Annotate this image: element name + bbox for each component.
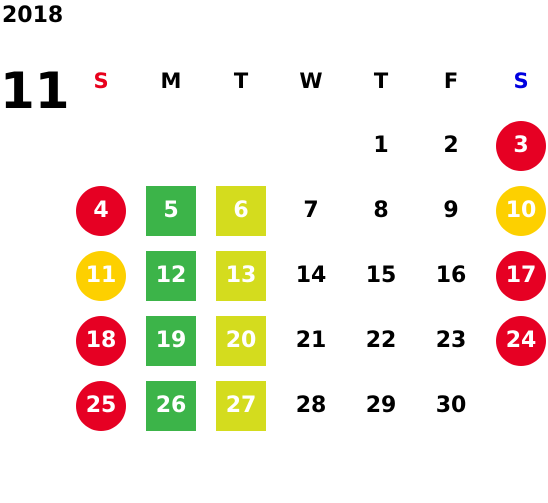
day-number-2: 2 xyxy=(443,133,459,158)
day-cell[interactable]: 1 xyxy=(346,113,416,178)
day-cell[interactable]: 16 xyxy=(416,243,486,308)
day-number-5: 5 xyxy=(146,185,196,236)
day-number-12: 12 xyxy=(146,250,196,301)
day-number-7: 7 xyxy=(303,198,319,223)
calendar-year: 2018 xyxy=(2,3,64,28)
day-number-30: 30 xyxy=(435,393,467,418)
day-number-20: 20 xyxy=(216,315,266,366)
weekday-header-thu: T xyxy=(373,68,389,93)
weekday-header-fri: F xyxy=(443,68,459,93)
day-cell[interactable]: 13 xyxy=(206,243,276,308)
day-number-13: 13 xyxy=(216,250,266,301)
day-cell[interactable]: 7 xyxy=(276,178,346,243)
day-number-19: 19 xyxy=(146,315,196,366)
day-number-11: 11 xyxy=(76,250,126,301)
day-cell[interactable]: 10 xyxy=(486,178,548,243)
day-number-27: 27 xyxy=(216,380,266,431)
day-number-1: 1 xyxy=(373,133,389,158)
day-number-18: 18 xyxy=(76,315,126,366)
day-cell[interactable]: 20 xyxy=(206,308,276,373)
day-cell[interactable]: 8 xyxy=(346,178,416,243)
day-cell[interactable]: 29 xyxy=(346,373,416,438)
day-number-29: 29 xyxy=(365,393,397,418)
day-cell[interactable]: 25 xyxy=(66,373,136,438)
day-cell[interactable]: 5 xyxy=(136,178,206,243)
day-number-10: 10 xyxy=(496,185,546,236)
day-cell[interactable]: 21 xyxy=(276,308,346,373)
day-number-26: 26 xyxy=(146,380,196,431)
day-number-22: 22 xyxy=(365,328,397,353)
day-cell[interactable]: 6 xyxy=(206,178,276,243)
day-cell[interactable]: 22 xyxy=(346,308,416,373)
day-cell[interactable]: 26 xyxy=(136,373,206,438)
day-cell[interactable]: 18 xyxy=(66,308,136,373)
day-cell[interactable]: 19 xyxy=(136,308,206,373)
day-cell[interactable]: 15 xyxy=(346,243,416,308)
weekday-header-sat: S xyxy=(513,68,529,93)
day-cell[interactable]: 11 xyxy=(66,243,136,308)
day-number-25: 25 xyxy=(76,380,126,431)
day-cell[interactable]: 24 xyxy=(486,308,548,373)
day-number-24: 24 xyxy=(496,315,546,366)
calendar-month: 11 xyxy=(0,62,70,120)
day-number-21: 21 xyxy=(295,328,327,353)
weekday-header-tue: T xyxy=(233,68,249,93)
day-cell[interactable]: 4 xyxy=(66,178,136,243)
day-number-23: 23 xyxy=(435,328,467,353)
day-cell[interactable]: 17 xyxy=(486,243,548,308)
day-number-9: 9 xyxy=(443,198,459,223)
day-cell[interactable]: 2 xyxy=(416,113,486,178)
day-cell[interactable]: 3 xyxy=(486,113,548,178)
day-number-8: 8 xyxy=(373,198,389,223)
day-number-15: 15 xyxy=(365,263,397,288)
day-cell[interactable]: 23 xyxy=(416,308,486,373)
day-number-3: 3 xyxy=(496,120,546,171)
day-cell[interactable]: 14 xyxy=(276,243,346,308)
day-number-28: 28 xyxy=(295,393,327,418)
day-cell[interactable]: 28 xyxy=(276,373,346,438)
weekday-header-wed: W xyxy=(299,68,323,93)
day-number-16: 16 xyxy=(435,263,467,288)
weekday-header-mon: M xyxy=(160,68,182,93)
day-number-4: 4 xyxy=(76,185,126,236)
day-cell[interactable]: 27 xyxy=(206,373,276,438)
day-number-6: 6 xyxy=(216,185,266,236)
weekday-header-sun: S xyxy=(93,68,109,93)
day-cell[interactable]: 30 xyxy=(416,373,486,438)
day-cell[interactable]: 9 xyxy=(416,178,486,243)
day-number-14: 14 xyxy=(295,263,327,288)
day-cell[interactable]: 12 xyxy=(136,243,206,308)
day-number-17: 17 xyxy=(496,250,546,301)
